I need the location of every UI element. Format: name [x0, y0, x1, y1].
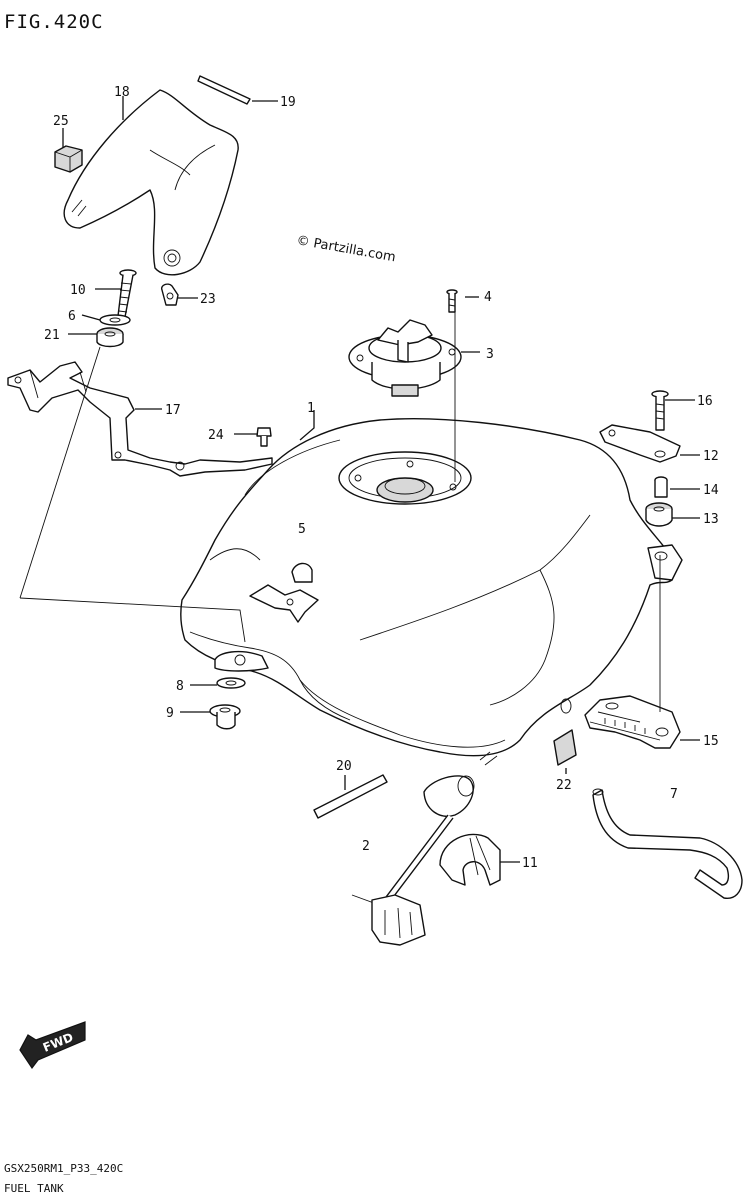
part-21-grommet	[96, 327, 124, 348]
callout-22: 22	[556, 778, 572, 793]
part-1-fuel-tank	[180, 418, 683, 766]
part-22-pad	[553, 729, 577, 766]
part-24-screw	[256, 427, 272, 447]
callout-10: 10	[70, 283, 86, 298]
fwd-badge: FWD	[19, 1021, 86, 1070]
callout-23: 23	[200, 292, 216, 307]
part-16-bolt	[651, 390, 669, 431]
callout-1: 1	[307, 401, 315, 416]
watermark: © Partzilla.com	[295, 233, 396, 265]
callout-14: 14	[703, 483, 719, 498]
part-4-bolt	[446, 289, 458, 313]
callout-18: 18	[114, 85, 130, 100]
callout-4: 4	[484, 290, 492, 305]
part-12-plate	[599, 424, 681, 463]
part-20-strip	[313, 774, 388, 819]
callout-19: 19	[280, 95, 296, 110]
part-17-bracket	[7, 361, 273, 477]
part-2-fuel-gauge	[351, 775, 475, 946]
footer-section: FUEL TANK	[4, 1182, 64, 1195]
callout-17: 17	[165, 403, 181, 418]
callout-5: 5	[298, 522, 306, 537]
part-5-bracket	[249, 562, 319, 623]
callout-labels: 1 2 3 4 5 6 7 8 9 10 11 12 13 14 15 16 1…	[44, 85, 719, 871]
callout-7: 7	[670, 787, 678, 802]
callout-6: 6	[68, 309, 76, 324]
part-15-bracket	[584, 695, 681, 749]
part-7-hose	[592, 788, 743, 899]
footer-code: GSX250RM1_P33_420C	[4, 1162, 123, 1175]
callout-20: 20	[336, 759, 352, 774]
part-23-clip	[161, 283, 179, 306]
part-13-rubber	[645, 502, 673, 527]
part-19-strip	[197, 75, 251, 105]
part-14-collar	[654, 476, 668, 498]
figure-title: FIG.420C	[4, 11, 104, 33]
part-6-washer	[99, 314, 131, 326]
callout-24: 24	[208, 428, 224, 443]
callout-16: 16	[697, 394, 713, 409]
part-18-tank-cover	[63, 89, 239, 276]
callout-15: 15	[703, 734, 719, 749]
callout-9: 9	[166, 706, 174, 721]
callout-8: 8	[176, 679, 184, 694]
callout-3: 3	[486, 347, 494, 362]
callout-2: 2	[362, 839, 370, 854]
leader-lines	[19, 96, 700, 863]
part-8-washer	[216, 677, 246, 689]
callout-25: 25	[53, 114, 69, 129]
callout-12: 12	[703, 449, 719, 464]
part-9-spacer	[209, 704, 241, 730]
part-25-block	[54, 145, 83, 173]
part-10-bolt	[117, 269, 137, 318]
callout-11: 11	[522, 856, 538, 871]
callout-21: 21	[44, 328, 60, 343]
callout-13: 13	[703, 512, 719, 527]
part-11-clamp	[439, 833, 501, 886]
part-3-fuel-cap	[348, 319, 462, 397]
